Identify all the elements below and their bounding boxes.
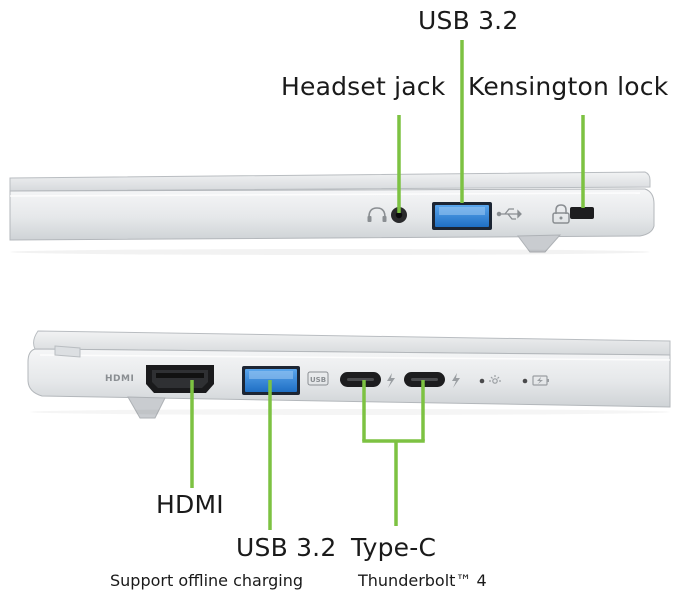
bottom-leader-lines <box>190 380 425 530</box>
headset-jack <box>391 207 407 223</box>
laptop-lid <box>9 171 651 192</box>
thunderbolt-icon <box>452 373 460 388</box>
label-usb-right: USB 3.2 <box>418 6 519 35</box>
label-usb-left-note: Support offline charging <box>110 571 304 590</box>
usb-charge-marking: USB <box>307 371 329 386</box>
label-hdmi: HDMI <box>156 490 224 519</box>
laptop-right-side <box>9 171 655 255</box>
thunderbolt-icon <box>387 373 395 388</box>
label-kensington-lock: Kensington lock <box>468 72 669 101</box>
usb-port-right <box>432 202 492 230</box>
lock-icon <box>552 204 570 224</box>
label-type-c-note: Thunderbolt™ 4 <box>358 571 487 590</box>
headset-icon <box>367 207 387 222</box>
hdmi-port <box>146 365 214 393</box>
label-type-c: Type-C <box>351 533 437 562</box>
label-usb-left: USB 3.2 <box>236 533 337 562</box>
power-led <box>479 378 485 384</box>
battery-led <box>522 378 528 384</box>
kensington-slot <box>570 207 594 219</box>
laptop-left-side: HDMI USB <box>27 330 671 419</box>
battery-charging-icon <box>532 375 549 386</box>
top-leader-lines <box>397 40 585 213</box>
power-led-icon <box>489 375 501 384</box>
laptop-base <box>9 188 655 241</box>
laptop-foot <box>127 396 166 419</box>
usb-symbol-icon <box>496 208 522 220</box>
laptop-foot <box>517 234 562 253</box>
type-c-port-2 <box>404 372 445 387</box>
type-c-port-1 <box>340 372 381 387</box>
hdmi-marking: HDMI <box>105 374 134 384</box>
usb-marking: USB <box>310 376 326 384</box>
label-headset-jack: Headset jack <box>281 72 446 101</box>
